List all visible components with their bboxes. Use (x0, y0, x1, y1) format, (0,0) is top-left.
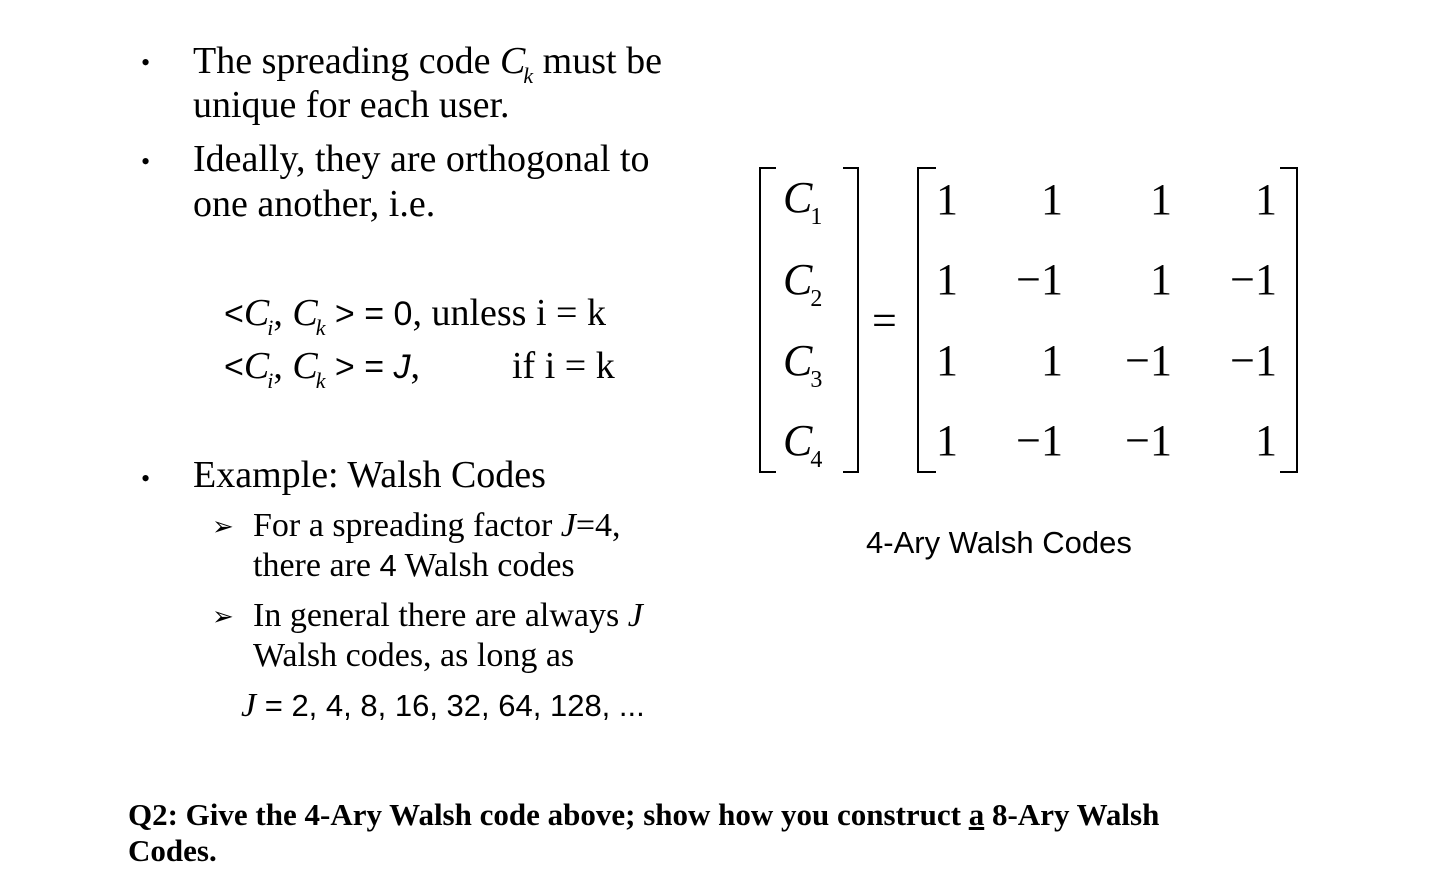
matrix-cell: 1 (1255, 175, 1277, 224)
matrix-cell: 1 (1255, 416, 1277, 465)
bullet-1-text-pre: The spreading code (193, 40, 501, 82)
bullet-2-line-2: one another, i.e. (193, 183, 436, 225)
code-sub: k (523, 63, 534, 88)
matrix-cell: −1 (1016, 255, 1063, 304)
vector-entry: C2 (783, 255, 822, 312)
matrix-cell: 1 (936, 336, 958, 385)
matrix-cell: −1 (1125, 416, 1172, 465)
orthogonality-eq-1: <Ci, Ck > = 0, unless i = k (224, 292, 606, 340)
vector-left-bracket (759, 167, 776, 473)
bullet-2-line-1: Ideally, they are orthogonal to (193, 138, 650, 180)
sub-bullet-2-line-1: In general there are always J (253, 597, 643, 634)
matrix-cell: −1 (1230, 255, 1277, 304)
matrix-cell: 1 (1150, 175, 1172, 224)
matrix-cell: 1 (936, 175, 958, 224)
question-q2: Q2: Give the 4-Ary Walsh code above; sho… (128, 797, 1160, 869)
code-var: C (500, 40, 526, 82)
vector-entry: C1 (783, 173, 822, 230)
arrow-bullet-icon: ➢ (212, 602, 234, 631)
matrix-cell: 1 (936, 255, 958, 304)
orthogonality-eq-2-condition: if i = k (512, 345, 615, 387)
matrix-right-bracket (1280, 167, 1298, 473)
vector-right-bracket (843, 167, 859, 473)
bullet-dot: • (141, 48, 151, 77)
matrix-cell: −1 (1016, 416, 1063, 465)
arrow-bullet-icon: ➢ (212, 512, 234, 541)
orthogonality-eq-2: <Ci, Ck > = J, (224, 345, 421, 393)
vector-entry: C3 (783, 336, 822, 393)
sub-bullet-2-line-2: Walsh codes, as long as (253, 637, 575, 674)
matrix-cell: −1 (1125, 336, 1172, 385)
bullet-1-text-post: must be (533, 40, 662, 82)
matrix-cell: 1 (1041, 336, 1063, 385)
bullet-dot: • (141, 464, 151, 493)
bullet-1-line-1: The spreading code Ck must be (193, 40, 662, 87)
bullet-1-line-2: unique for each user. (193, 84, 510, 126)
matrix-left-bracket (917, 167, 936, 473)
matrix-cell: 1 (1041, 175, 1063, 224)
matrix-cell: 1 (1150, 255, 1172, 304)
matrix-caption: 4-Ary Walsh Codes (866, 525, 1132, 560)
bullet-dot: • (141, 147, 151, 176)
bullet-3-title: Example: Walsh Codes (193, 454, 546, 496)
matrix-equals: = (872, 296, 897, 345)
matrix-cell: −1 (1230, 336, 1277, 385)
sub-bullet-1-line-1: For a spreading factor J=4, (253, 507, 621, 544)
vector-entry: C4 (783, 416, 822, 473)
sub-bullet-1-line-2: there are 4 Walsh codes (253, 547, 575, 584)
j-values: J = 2, 4, 8, 16, 32, 64, 128, ... (241, 687, 645, 724)
matrix-cell: 1 (936, 416, 958, 465)
